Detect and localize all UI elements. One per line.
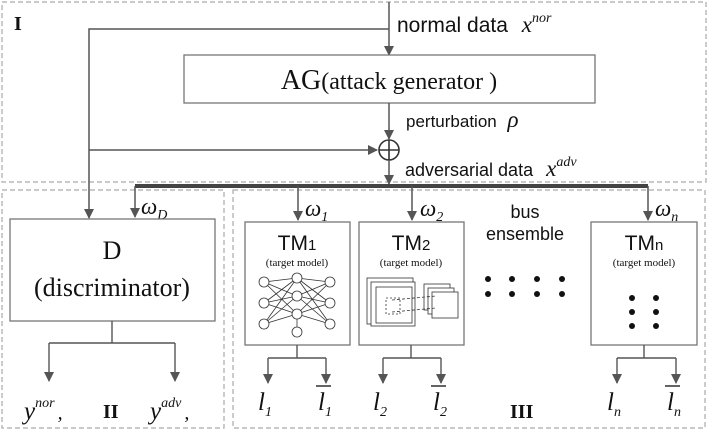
ensemble-label: ensemble xyxy=(486,224,564,244)
tm1-output-l-bar: l1 xyxy=(318,389,332,420)
output-y-nor: ynor, xyxy=(21,396,63,425)
discriminator-box xyxy=(10,219,215,321)
target-model-n-subtitle: (target model) xyxy=(613,257,676,269)
region-1-label: I xyxy=(14,13,22,35)
discriminator-title: D xyxy=(103,236,122,265)
tmn-output-l-bar: ln xyxy=(667,389,681,420)
bus-label: bus xyxy=(510,202,539,222)
adversarial-data-label: adversarial data xadv xyxy=(405,155,577,181)
region-2-label: II xyxy=(103,401,119,423)
target-model-2-subtitle: (target model) xyxy=(380,257,443,269)
perturbation-label: perturbation ρ xyxy=(406,107,519,132)
weight-n-label: ωn xyxy=(655,196,678,225)
tmn-output-l: ln xyxy=(607,389,621,420)
tm2-output-l: l2 xyxy=(373,389,387,420)
region-3-label: III xyxy=(510,401,534,423)
target-model-1-subtitle: (target model) xyxy=(266,257,329,269)
output-y-adv: yadv, xyxy=(147,396,189,425)
discriminator-subtitle: (discriminator) xyxy=(34,273,190,302)
weight-1-label: ω1 xyxy=(305,196,328,225)
tm2-output-l-bar: l2 xyxy=(433,389,447,420)
ellipsis-dots xyxy=(485,276,565,297)
normal-data-label: normal data xnor xyxy=(397,11,552,37)
attack-generator-label: AG(attack generator ) xyxy=(281,65,497,96)
weight-2-label: ω2 xyxy=(420,196,443,225)
tm1-output-l: l1 xyxy=(258,389,272,420)
